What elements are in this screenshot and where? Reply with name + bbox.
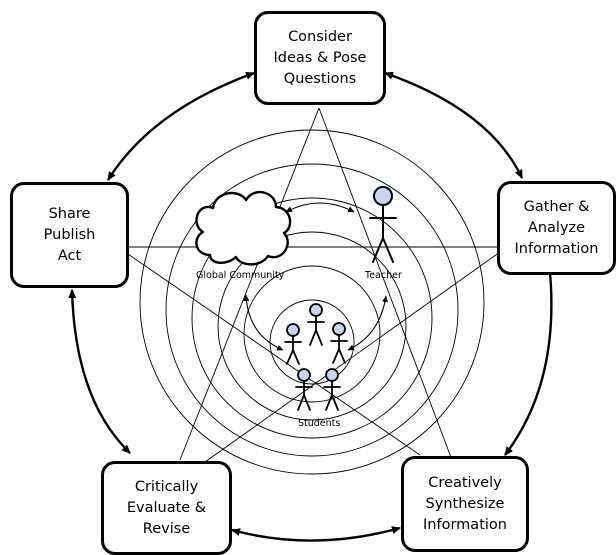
stage-evaluate-line-3: Revise: [142, 520, 191, 537]
arrow-evaluate-synthesize: [231, 526, 401, 542]
ring-6: [139, 129, 485, 475]
arrow-gather-synthesize: [504, 261, 554, 456]
concentric-rings: [139, 129, 485, 475]
stage-share: Share Publish Act: [10, 182, 129, 288]
teacher-head: [373, 186, 393, 206]
ring-5: [165, 163, 459, 457]
stage-synthesize-line-3: Information: [423, 516, 507, 533]
stage-consider: Consider Ideas & Pose Questions: [254, 11, 386, 105]
stage-share-line-1: Share: [48, 205, 91, 222]
student-figure-icon: [330, 322, 348, 364]
stage-share-line-2: Publish: [43, 226, 96, 243]
ring-4: [191, 197, 433, 439]
ring-3: [217, 231, 407, 421]
stage-gather-line-2: Analyze: [527, 219, 586, 236]
global-community-label: Global Community: [196, 270, 285, 281]
arrow-community-teacher: [285, 202, 355, 213]
cycle-arrows: [68, 71, 554, 542]
stage-synthesize-line-1: Creatively: [428, 474, 502, 491]
stage-evaluate-line-2: Evaluate &: [126, 499, 207, 516]
star-line-gather-evaluate: [204, 251, 501, 463]
arrow-teacher-students: [347, 295, 389, 351]
student-figure-icon: [323, 368, 341, 411]
stage-consider-line-3: Questions: [283, 70, 357, 87]
teacher-figure-icon: [369, 186, 397, 263]
stage-evaluate: Critically Evaluate & Revise: [101, 461, 232, 555]
stage-gather-line-1: Gather &: [523, 198, 590, 215]
student-figure-icon: [307, 303, 325, 346]
star-line-share-synthesize: [124, 251, 421, 456]
student-figures: [284, 303, 348, 411]
stage-synthesize: Creatively Synthesize Information: [401, 456, 529, 552]
stage-share-line-3: Act: [57, 247, 82, 264]
student-figure-icon: [284, 323, 302, 365]
stage-consider-line-1: Consider: [288, 28, 352, 45]
star-line-consider-synthesize: [318, 107, 453, 461]
ring-2: [243, 265, 381, 403]
stage-synthesize-line-2: Synthesize: [425, 495, 505, 512]
stage-evaluate-line-1: Critically: [134, 478, 199, 495]
star-line-consider-evaluate: [179, 107, 320, 461]
student-figure-icon: [295, 368, 313, 411]
arrow-share-evaluate: [68, 289, 131, 454]
star-lines: [124, 107, 501, 463]
stage-consider-line-2: Ideas & Pose: [273, 49, 367, 66]
stage-gather: Gather & Analyze Information: [497, 181, 616, 275]
stage-gather-line-3: Information: [514, 240, 599, 257]
teacher-label: Teacher: [365, 270, 402, 281]
cloud-icon: [195, 190, 292, 266]
arrow-community-students: [243, 294, 284, 351]
students-label: Students: [298, 418, 341, 429]
arrow-consider-share: [106, 71, 255, 181]
arrow-consider-gather: [384, 71, 524, 179]
inner-arrows: [243, 202, 389, 351]
